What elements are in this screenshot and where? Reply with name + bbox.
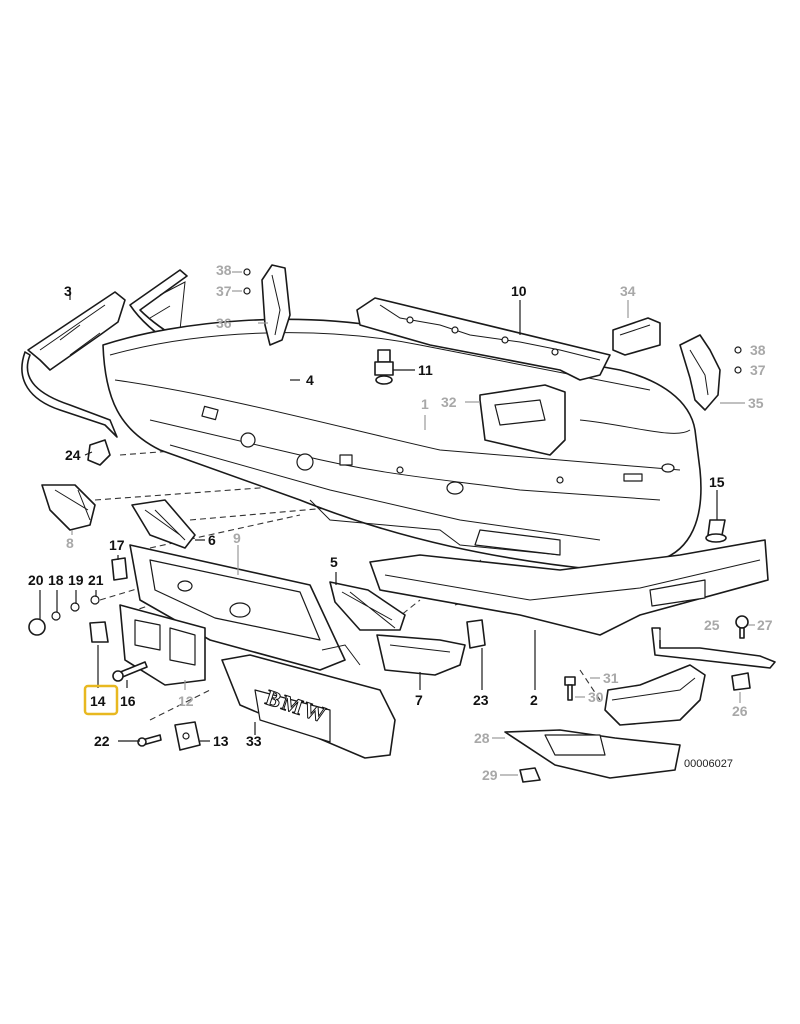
label-part-14[interactable]: 14 [90, 693, 106, 709]
label-part-34[interactable]: 34 [620, 283, 636, 299]
label-part-2[interactable]: 2 [530, 692, 538, 708]
part-25-long-bracket[interactable] [651, 627, 776, 669]
part-29-clip[interactable] [519, 767, 541, 783]
label-part-31[interactable]: 31 [603, 670, 619, 686]
label-part-19[interactable]: 19 [68, 572, 84, 588]
part-28-lamp-cover[interactable] [504, 729, 681, 779]
part-15-fastener[interactable] [705, 519, 727, 543]
part-11-fastener[interactable] [374, 349, 394, 385]
label-part-21[interactable]: 21 [88, 572, 104, 588]
label-part-15[interactable]: 15 [709, 474, 725, 490]
highlight-box-part-14 [83, 684, 119, 716]
label-part-9[interactable]: 9 [233, 530, 241, 546]
label-part-26[interactable]: 26 [732, 703, 748, 719]
part-26-clip[interactable] [731, 672, 751, 691]
part-7-lower-cover[interactable] [376, 634, 466, 676]
label-part-1[interactable]: 1 [421, 396, 429, 412]
part-31-air-guide[interactable] [604, 664, 706, 726]
label-part-33[interactable]: 33 [246, 733, 262, 749]
part-24-clip[interactable] [87, 439, 111, 466]
label-part-38-left[interactable]: 38 [216, 262, 232, 278]
part-16-screw[interactable] [112, 661, 148, 682]
parts-18-21-fasteners[interactable] [28, 595, 100, 636]
label-part-13[interactable]: 13 [213, 733, 229, 749]
small-screws[interactable] [243, 268, 742, 374]
document-number: 00006027 [684, 758, 733, 770]
label-part-4[interactable]: 4 [306, 372, 314, 388]
part-1-bumper-shell[interactable] [102, 318, 702, 571]
part-13-bracket[interactable] [174, 721, 201, 751]
part-30-bolt[interactable] [564, 676, 576, 701]
part-14-plate[interactable] [89, 621, 109, 643]
label-part-16[interactable]: 16 [120, 693, 136, 709]
label-part-18[interactable]: 18 [48, 572, 64, 588]
label-part-29[interactable]: 29 [482, 767, 498, 783]
part-34-clip[interactable] [612, 317, 661, 356]
part-labels: 3 4 11 10 34 38 37 36 32 1 38 37 35 24 8… [28, 262, 773, 783]
label-part-3[interactable]: 3 [64, 283, 72, 299]
part-27-screw[interactable] [735, 615, 749, 639]
label-part-12[interactable]: 12 [178, 693, 194, 709]
label-part-23[interactable]: 23 [473, 692, 489, 708]
label-part-37-right[interactable]: 37 [750, 362, 766, 378]
label-part-6[interactable]: 6 [208, 532, 216, 548]
leader-lines [39, 271, 755, 776]
label-part-17[interactable]: 17 [109, 537, 125, 553]
label-part-20[interactable]: 20 [28, 572, 44, 588]
label-part-37-left[interactable]: 37 [216, 283, 232, 299]
part-17-clip-nut[interactable] [111, 557, 128, 581]
part-5-right-grille[interactable] [329, 581, 406, 631]
part-23-holder[interactable] [466, 619, 486, 649]
part-2-lower-facia[interactable] [369, 539, 769, 636]
label-part-32[interactable]: 32 [441, 394, 457, 410]
part-8-left-cover[interactable] [41, 484, 96, 531]
part-6-left-grille[interactable] [131, 499, 196, 549]
label-part-27[interactable]: 27 [757, 617, 773, 633]
part-3-bumper-corner[interactable] [21, 291, 126, 438]
part-35-right-bracket[interactable] [679, 334, 721, 411]
label-part-10[interactable]: 10 [511, 283, 527, 299]
part-33-emblem-grille[interactable] [221, 654, 396, 759]
label-part-24[interactable]: 24 [65, 447, 81, 463]
label-part-8[interactable]: 8 [66, 535, 74, 551]
label-part-11[interactable]: 11 [418, 362, 433, 378]
part-36-left-bracket[interactable] [261, 264, 291, 346]
label-part-7[interactable]: 7 [415, 692, 423, 708]
label-part-28[interactable]: 28 [474, 730, 490, 746]
label-part-30[interactable]: 30 [588, 689, 604, 705]
label-part-38-right[interactable]: 38 [750, 342, 766, 358]
part-9-lower-grille[interactable] [129, 544, 361, 671]
part-10-upper-support[interactable] [356, 297, 611, 381]
part-32-air-duct[interactable] [479, 384, 566, 456]
label-part-25[interactable]: 25 [704, 617, 720, 633]
label-part-35[interactable]: 35 [748, 395, 764, 411]
label-part-5[interactable]: 5 [330, 554, 338, 570]
label-part-22[interactable]: 22 [94, 733, 110, 749]
label-part-36[interactable]: 36 [216, 315, 232, 331]
part-22-screw[interactable] [137, 734, 162, 747]
